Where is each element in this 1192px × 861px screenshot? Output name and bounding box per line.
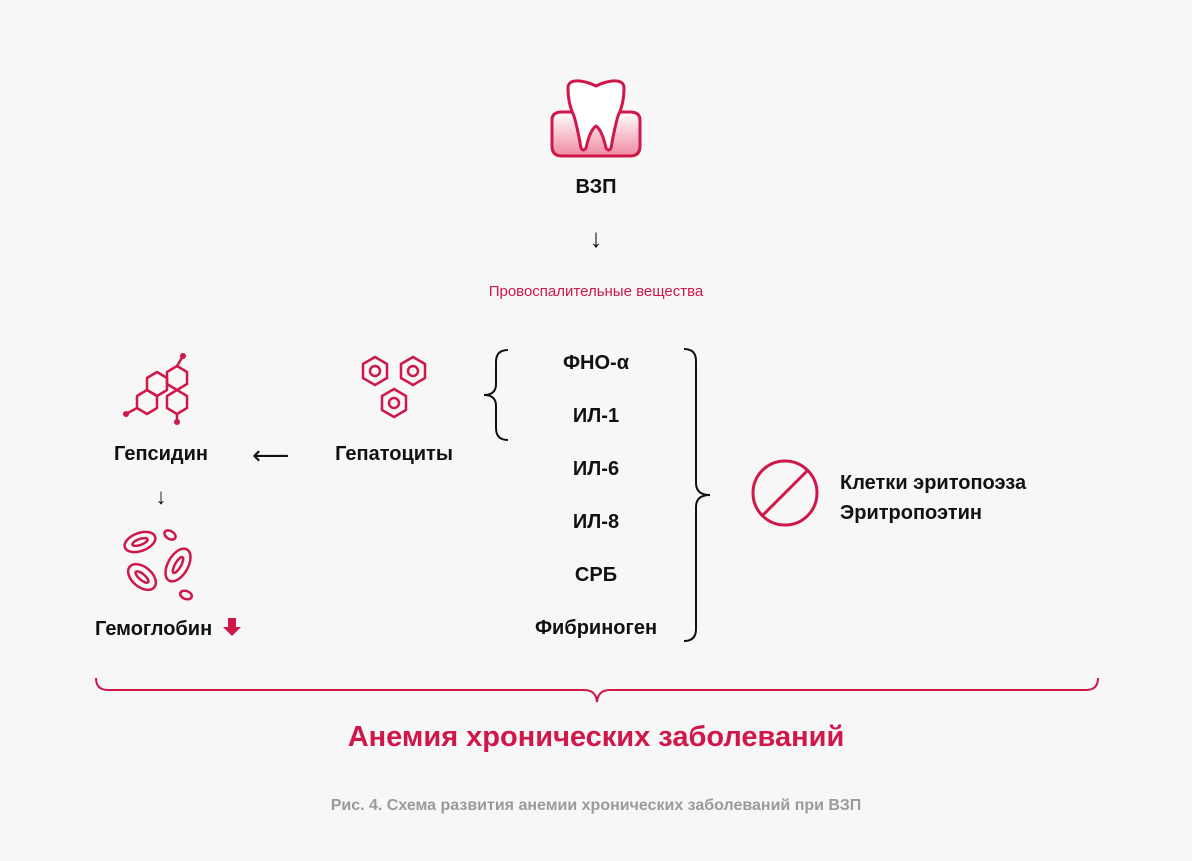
- bottom-brace: [95, 677, 1099, 703]
- down-arrow: ↓: [589, 223, 603, 253]
- cytokine-il6: ИЛ-6: [572, 458, 620, 480]
- target-erythropoiesis-cells: Клетки эритопоэза: [840, 472, 1027, 494]
- right-brace: [683, 348, 711, 642]
- cytokine-il8: ИЛ-8: [572, 511, 620, 533]
- left-arrow: ⟵: [252, 440, 290, 470]
- down-arrow-small: ↓: [155, 484, 167, 509]
- target-erythropoietin: Эритропоэтин: [840, 502, 982, 524]
- proinflammatory-label: Провоспалительные вещества: [488, 283, 704, 300]
- tooth-icon: [550, 79, 642, 158]
- diagram-title: Анемия хронических заболеваний: [347, 721, 845, 753]
- hepcidin-molecule-icon: [123, 353, 189, 425]
- hepatocyte-cells-icon: [361, 355, 427, 419]
- left-brace: [483, 349, 509, 441]
- cytokine-il1: ИЛ-1: [572, 405, 620, 427]
- hemoglobin-label: Гемоглобин: [95, 618, 213, 640]
- source-label: ВЗП: [575, 176, 617, 198]
- red-blood-cells-icon: [123, 529, 194, 601]
- cytokine-fibrinogen: Фибриноген: [534, 617, 658, 639]
- hepatocytes-label: Гепатоциты: [335, 443, 453, 465]
- cytokine-crp: СРБ: [574, 564, 618, 586]
- figure-caption: Рис. 4. Схема развития анемии хронически…: [330, 797, 862, 814]
- hepcidin-label: Гепсидин: [113, 443, 209, 465]
- cytokine-tnf: ФНО-α: [562, 352, 630, 374]
- hemoglobin-row: Гемоглобин: [95, 617, 241, 641]
- erythropoiesis-targets: Клетки эритопоэза Эритропоэтин: [840, 468, 1026, 528]
- prohibition-icon: [751, 459, 819, 527]
- down-arrow-icon: [222, 618, 241, 636]
